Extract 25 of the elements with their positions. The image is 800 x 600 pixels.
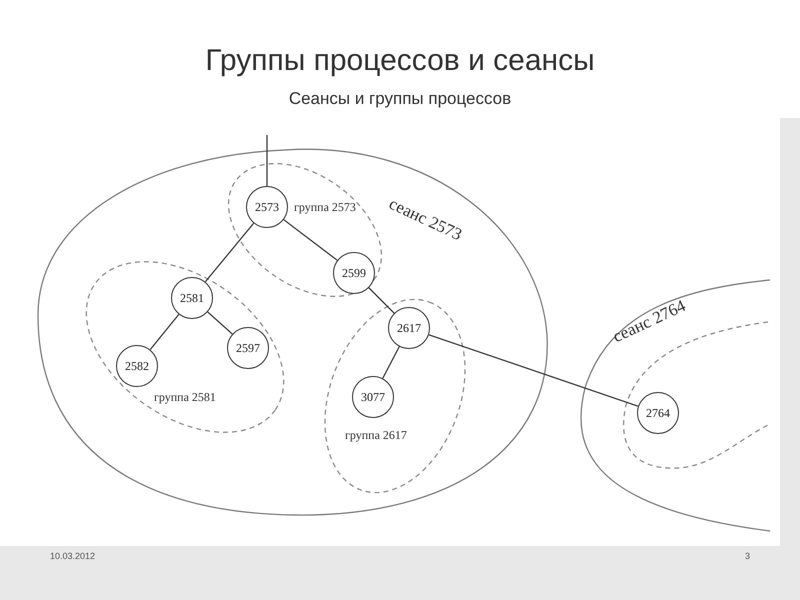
- group-label: группа 2581: [154, 390, 216, 405]
- connector-line: [428, 334, 638, 407]
- process-circle: 2581: [171, 277, 213, 319]
- slide-title: Группы процессов и сеансы: [204, 44, 596, 78]
- group-label: группа 2573: [294, 200, 356, 215]
- process-circle: 2617: [388, 307, 430, 349]
- connector-line: [283, 219, 338, 261]
- process-circle: 2597: [227, 327, 269, 369]
- date-text: 10.03.2012: [50, 551, 96, 561]
- group-label: группа 2617: [345, 428, 407, 443]
- connector-line: [150, 314, 180, 350]
- process-circle: 2764: [637, 392, 679, 434]
- session-label: сеанс 2573: [386, 194, 465, 245]
- connector-line: [368, 287, 395, 314]
- slide-subtitle: Сеансы и группы процессов: [288, 89, 512, 109]
- process-circle: 2599: [333, 252, 375, 294]
- connector-line: [204, 222, 254, 282]
- connector-line: [382, 346, 400, 379]
- process-circle: 3077: [352, 376, 394, 418]
- connector-line: [207, 312, 233, 334]
- session-label: сеанс 2764: [610, 296, 689, 348]
- connector-line: [266, 135, 268, 186]
- page-number: 3: [745, 551, 750, 561]
- process-circle: 2573: [246, 186, 288, 228]
- process-circle: 2582: [116, 345, 158, 387]
